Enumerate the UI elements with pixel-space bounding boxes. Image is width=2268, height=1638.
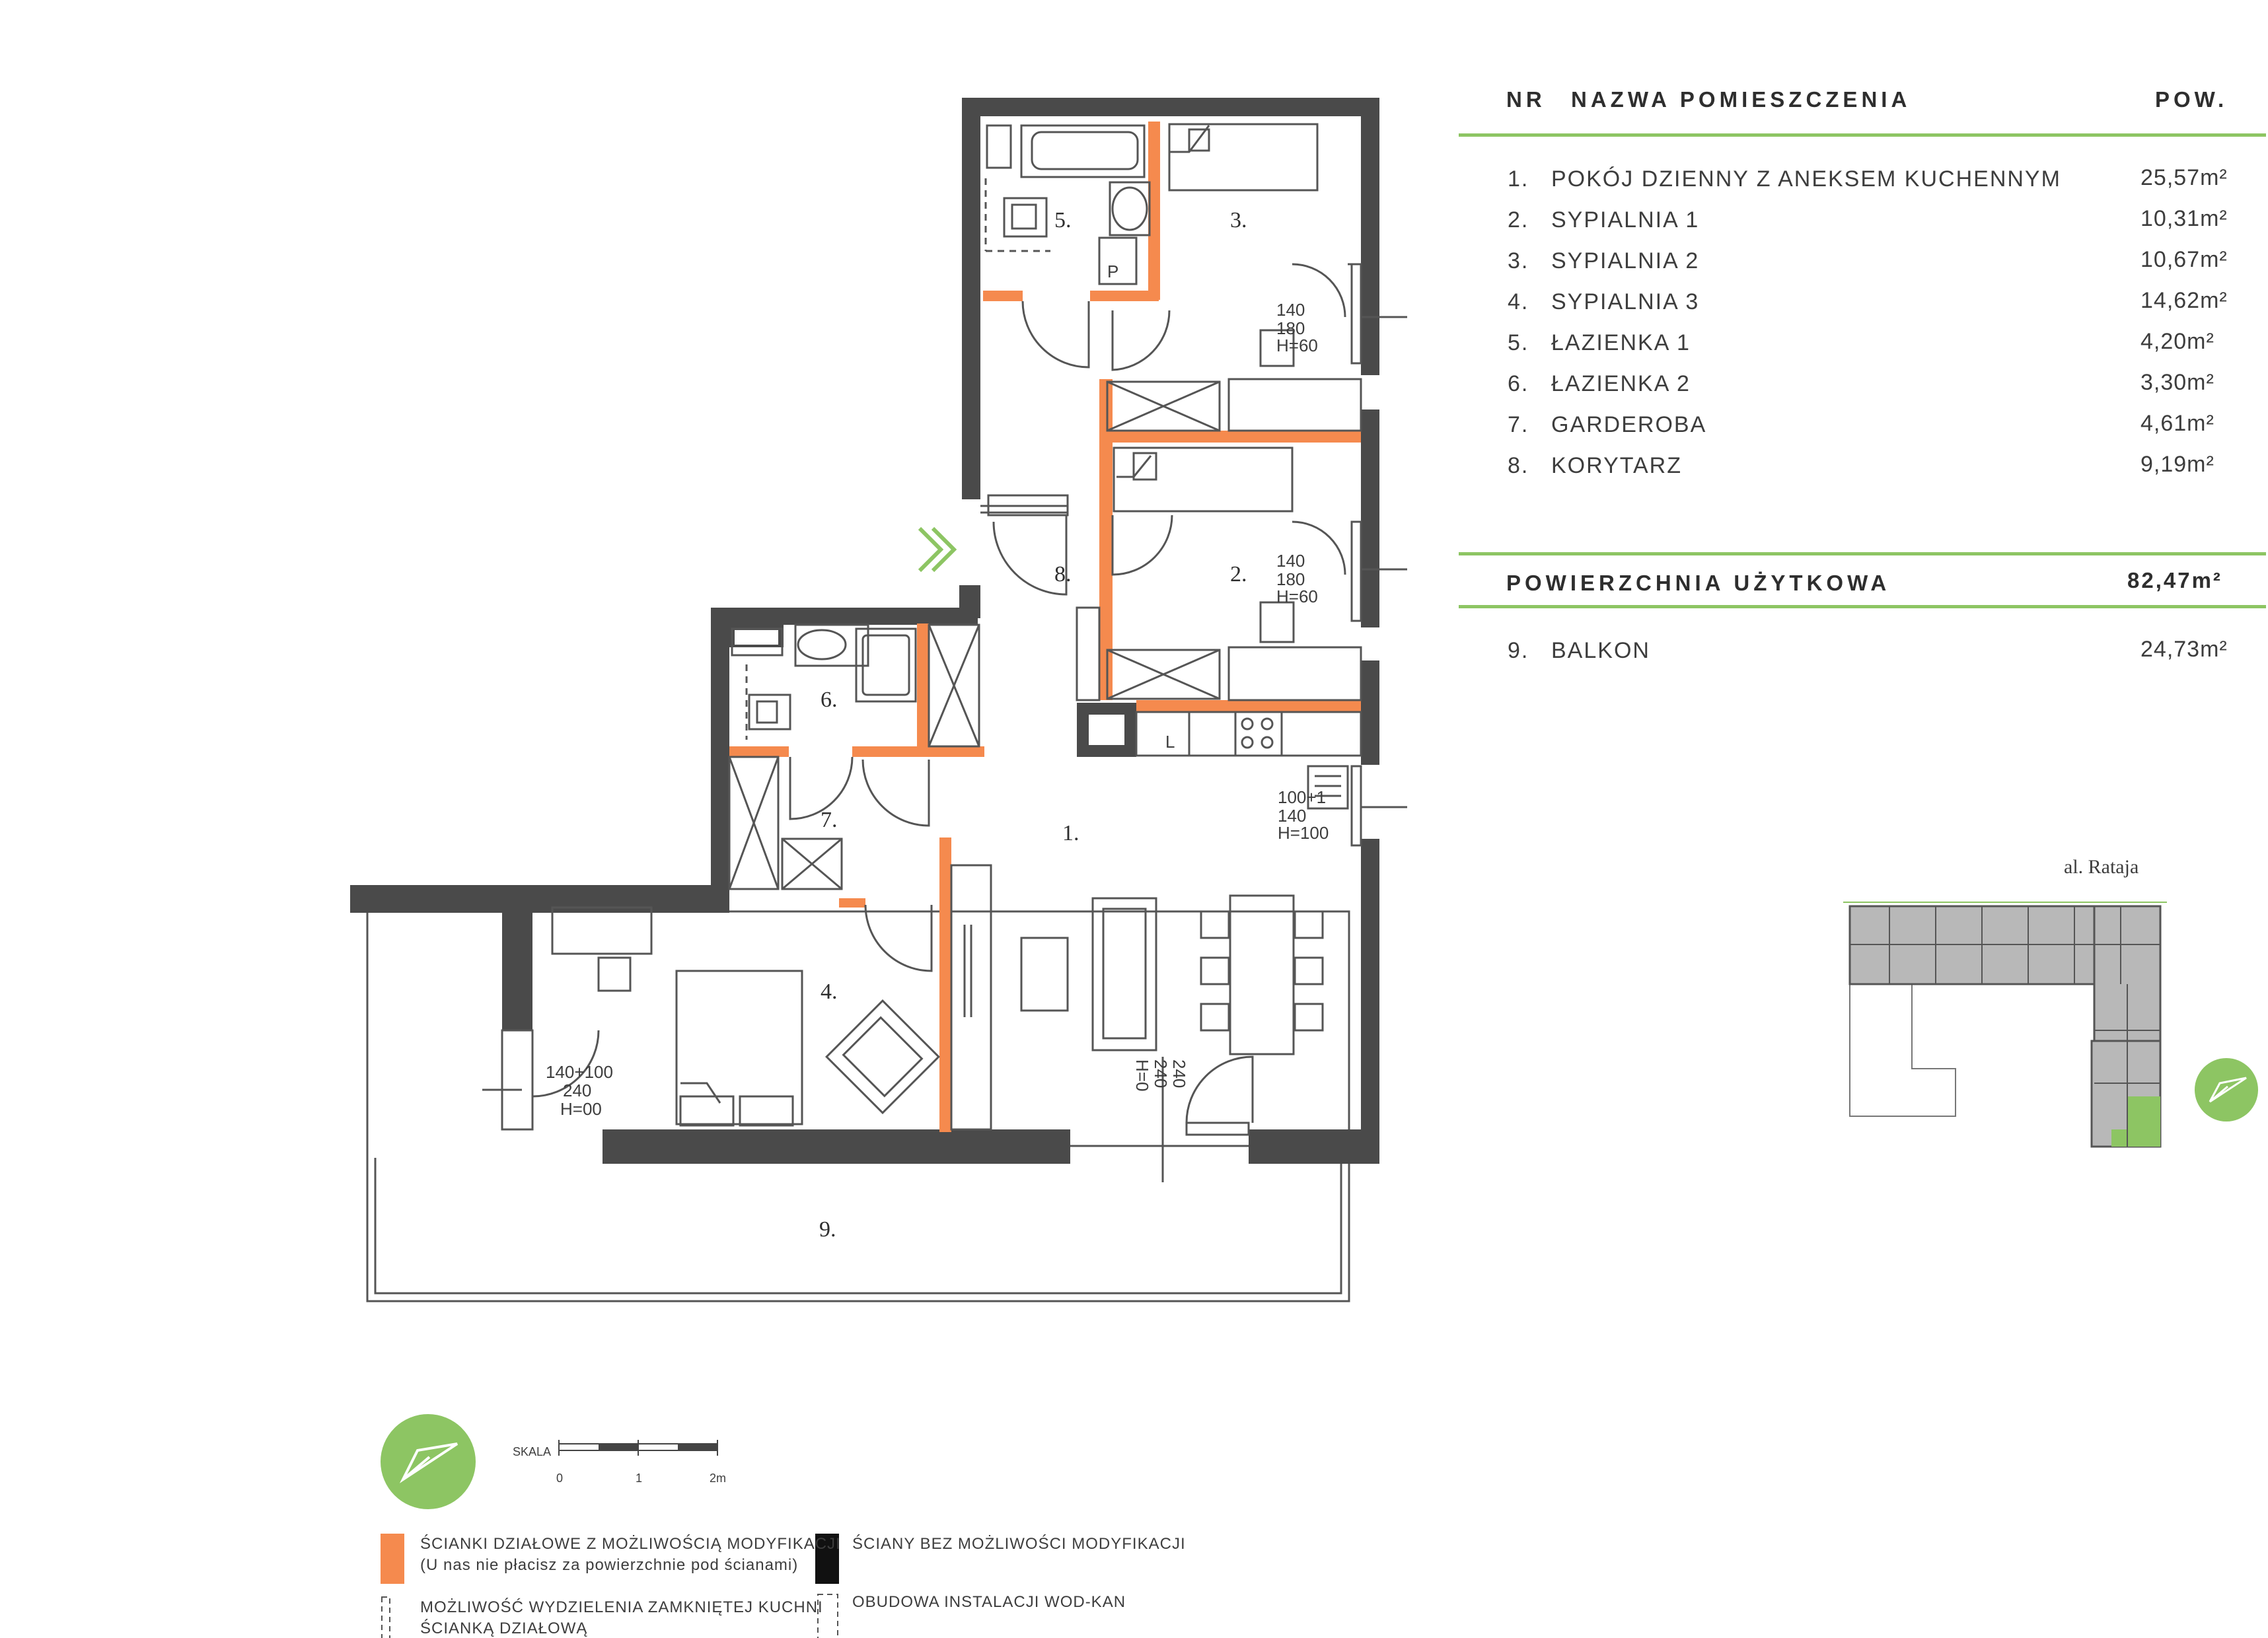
- total-area: 82,47m²: [2127, 568, 2222, 592]
- legend-dashed-install-swatch: [817, 1594, 838, 1638]
- dim-text: 140+100: [546, 1062, 613, 1082]
- room-row-name: KORYTARZ: [1551, 453, 1682, 478]
- room-row-name: POKÓJ DZIENNY Z ANEKSEM KUCHENNYM: [1551, 166, 2061, 192]
- scale-tick-0: 0: [556, 1472, 563, 1485]
- washer-label: P: [1107, 262, 1118, 281]
- room-row-area: 3,30m²: [2140, 370, 2214, 395]
- scale-bar: [558, 1440, 718, 1456]
- balcony-nr: 9.: [1508, 638, 1529, 663]
- window-dims-balcony: 240 240 H=0: [1132, 1059, 1189, 1091]
- room-row-name: ŁAZIENKA 2: [1551, 371, 1691, 396]
- legend-dashed-kitchen-line2: ŚCIANKĄ DZIAŁOWĄ: [420, 1620, 588, 1637]
- legend-black-swatch: [815, 1534, 839, 1584]
- room-row-area: 9,19m²: [2140, 452, 2214, 477]
- dim-text: 140: [1278, 806, 1306, 826]
- entrance-arrow-icon: [918, 526, 957, 573]
- table-header-divider: [1459, 133, 2266, 137]
- room-label-8: 8.: [1054, 562, 1072, 587]
- legend-orange-swatch: [381, 1534, 404, 1584]
- legend-dashed-kitchen-line1: MOŻLIWOŚĆ WYDZIELENIA ZAMKNIĘTEJ KUCHNI: [420, 1598, 823, 1616]
- table-header-nr: NR: [1506, 87, 1546, 112]
- table-header-area: POW.: [2155, 87, 2228, 112]
- room-label-4: 4.: [821, 979, 838, 1004]
- room-row-name: SYPIALNIA 3: [1551, 289, 1700, 314]
- legend-black: ŚCIANY BEZ MOŻLIWOŚCI MODYFIKACJI: [852, 1535, 1186, 1553]
- dim-text: 140: [1276, 551, 1305, 571]
- window-dims-room4: 140+100 240 H=00: [546, 1062, 613, 1119]
- room-row-nr: 8.: [1508, 453, 1529, 478]
- room-row-area: 4,20m²: [2140, 329, 2214, 354]
- room-row-nr: 3.: [1508, 248, 1529, 273]
- balcony-outline: [366, 910, 1350, 1302]
- room-label-7: 7.: [821, 808, 838, 832]
- dim-text: H=100: [1278, 823, 1329, 843]
- scale-tick-2: 2m: [710, 1472, 726, 1485]
- room-label-3: 3.: [1230, 208, 1247, 232]
- room-row-nr: 2.: [1508, 207, 1529, 232]
- room-label-9: 9.: [819, 1217, 836, 1242]
- legend-orange-line1: ŚCIANKI DZIAŁOWE Z MOŻLIWOŚCIĄ MODYFIKAC…: [420, 1535, 841, 1553]
- room-row-nr: 1.: [1508, 166, 1529, 192]
- room-row-nr: 7.: [1508, 412, 1529, 437]
- scale-tick-1: 1: [636, 1472, 642, 1485]
- site-plan: [1843, 902, 2167, 1148]
- legend-dashed-install: OBUDOWA INSTALACJI WOD-KAN: [852, 1593, 1126, 1611]
- furniture: [482, 123, 1407, 1182]
- table-header-name: NAZWA POMIESZCZENIA: [1571, 87, 1911, 112]
- room-row-nr: 5.: [1508, 330, 1529, 355]
- room-row-area: 10,67m²: [2140, 247, 2228, 272]
- room-label-6: 6.: [821, 688, 838, 712]
- bearing-walls: [350, 98, 1379, 1164]
- room-row-area: 10,31m²: [2140, 206, 2228, 231]
- dim-text: H=00: [560, 1099, 602, 1119]
- compass-small-icon: [2195, 1058, 2258, 1122]
- legend-orange-line2: (U nas nie płacisz za powierzchnie pod ś…: [420, 1556, 799, 1574]
- street-label: al. Rataja: [2064, 856, 2139, 878]
- balcony-area: 24,73m²: [2140, 637, 2228, 662]
- room-row-area: 25,57m²: [2140, 165, 2228, 190]
- dim-text: 140: [1276, 300, 1305, 320]
- dim-text: 240: [1151, 1059, 1171, 1088]
- balcony-name: BALKON: [1551, 638, 1650, 663]
- room-label-2: 2.: [1230, 562, 1247, 587]
- window-dims-room2: 140 180 H=60: [1276, 551, 1318, 606]
- room-row-name: ŁAZIENKA 1: [1551, 330, 1691, 355]
- dim-text: H=60: [1276, 336, 1318, 355]
- dim-text: 240: [563, 1081, 591, 1100]
- partition-walls: [729, 122, 1361, 1132]
- room-label-5: 5.: [1054, 208, 1072, 232]
- compass-large-icon: [381, 1414, 476, 1509]
- total-bottom-divider: [1459, 605, 2266, 608]
- total-top-divider: [1459, 552, 2266, 555]
- room-row-name: SYPIALNIA 1: [1551, 207, 1700, 232]
- dim-text: 240: [1169, 1059, 1189, 1088]
- dim-text: 180: [1276, 569, 1305, 589]
- room-label-1: 1.: [1062, 821, 1079, 845]
- room-row-name: SYPIALNIA 2: [1551, 248, 1700, 273]
- room-row-nr: 4.: [1508, 289, 1529, 314]
- room-row-nr: 6.: [1508, 371, 1529, 396]
- fridge-label: L: [1165, 732, 1175, 752]
- window-dims-room3: 140 180 H=60: [1276, 300, 1318, 355]
- room-row-name: GARDEROBA: [1551, 412, 1707, 437]
- room-row-area: 14,62m²: [2140, 288, 2228, 313]
- dim-text: H=60: [1276, 587, 1318, 606]
- total-label: POWIERZCHNIA UŻYTKOWA: [1506, 571, 1891, 595]
- legend-dashed-kitchen-swatch: [381, 1596, 390, 1638]
- dim-text: H=0: [1132, 1059, 1152, 1091]
- scale-label: SKALA: [513, 1445, 551, 1458]
- window-dims-kitchen: 100+1 140 H=100: [1278, 787, 1329, 843]
- dim-text: 100+1: [1278, 787, 1326, 807]
- dim-text: 180: [1276, 318, 1305, 338]
- room-row-area: 4,61m²: [2140, 411, 2214, 436]
